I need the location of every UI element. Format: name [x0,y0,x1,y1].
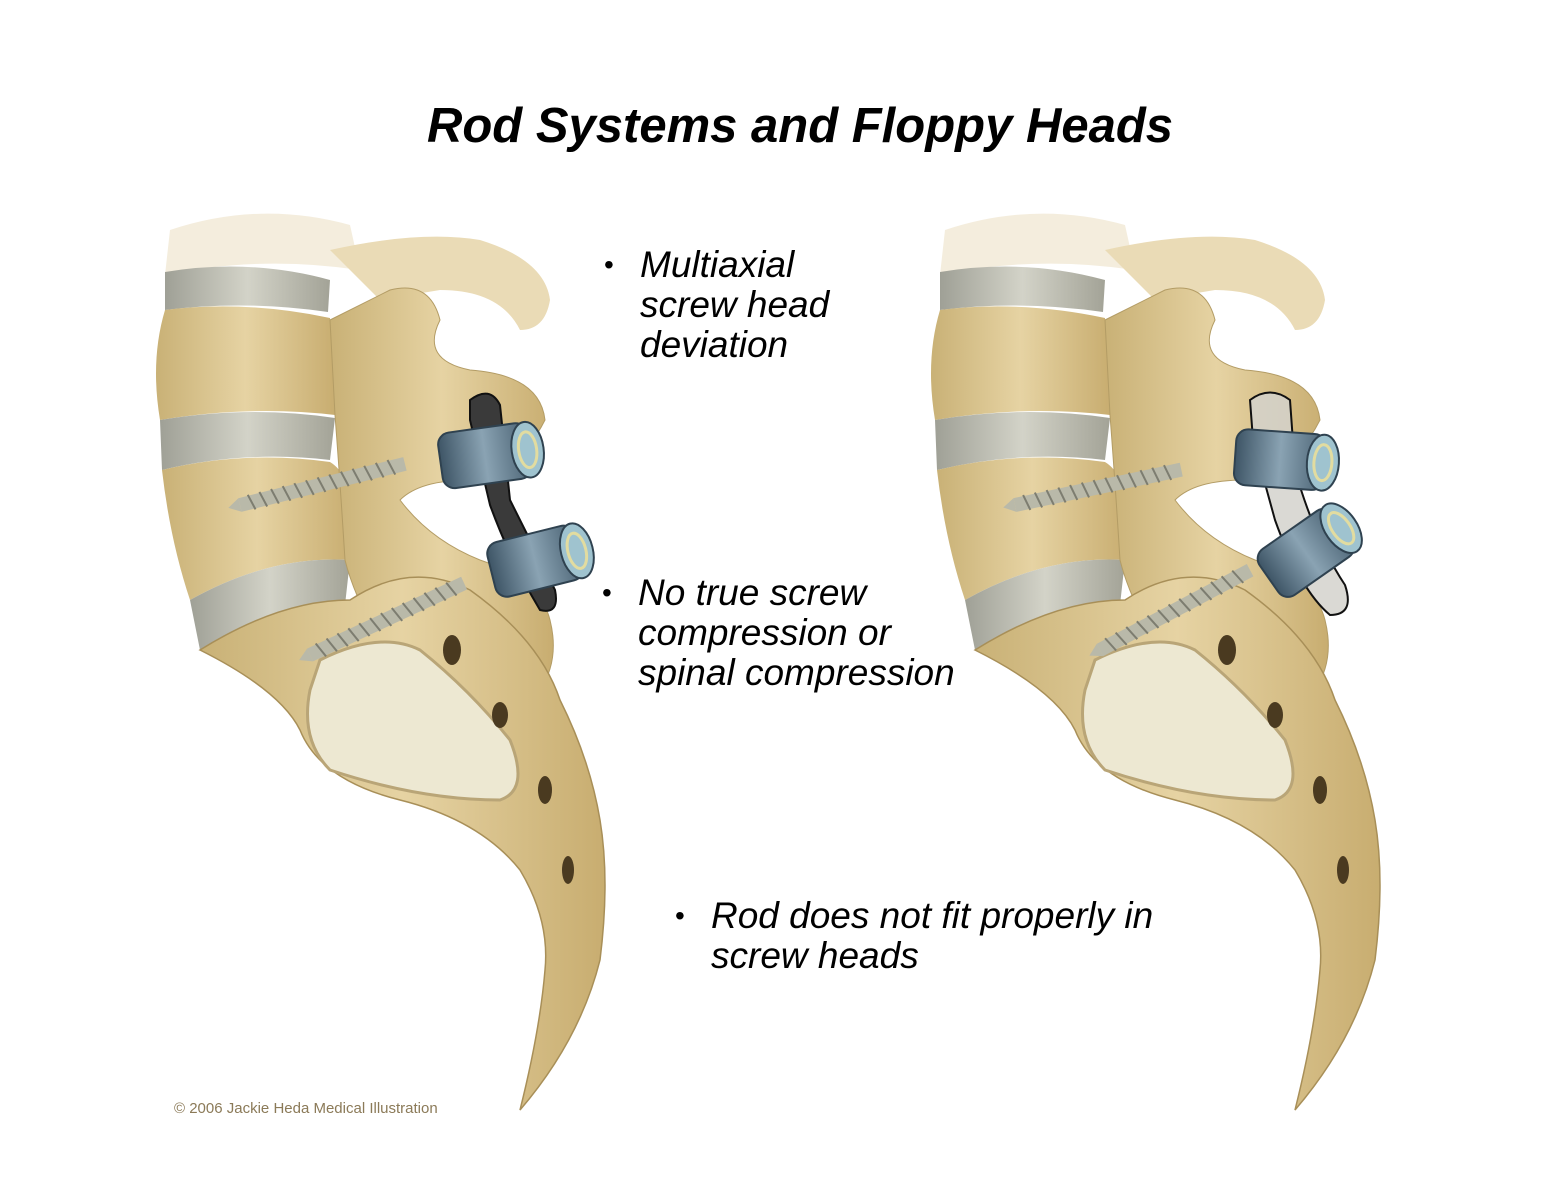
right-spine-illustration [929,212,1382,1112]
bullet-line: screw head [640,284,830,325]
bullet-line: Rod does not fit properly in [711,895,1154,936]
bullet-line: compression or [638,612,891,653]
bullet-line: spinal compression [638,652,955,693]
bullet-dot: • [675,900,685,931]
bullet-dot: • [602,577,612,608]
bullet-rod-fit: • Rod does not fit properly in screw hea… [675,895,1154,976]
left-spine-illustration [154,212,607,1112]
bullet-line: deviation [640,324,789,365]
bullet-multiaxial: • Multiaxial screw head deviation [604,244,830,365]
bullet-no-compression: • No true screw compression or spinal co… [602,572,955,693]
bullet-line: No true screw [638,572,867,613]
copyright-notice: © 2006 Jackie Heda Medical Illustration [174,1100,438,1117]
page-title: Rod Systems and Floppy Heads [426,99,1174,153]
bullet-line: Multiaxial [640,244,795,285]
bullet-line: screw heads [711,935,919,976]
bullet-dot: • [604,249,614,280]
